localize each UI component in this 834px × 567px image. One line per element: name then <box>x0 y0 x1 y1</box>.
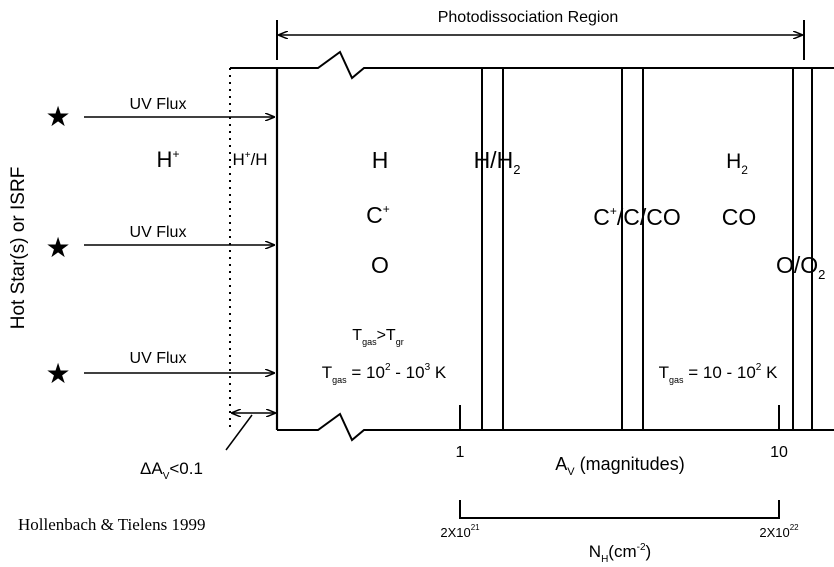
nh-tick-label: 2X1022 <box>759 523 799 540</box>
star-icon: ★ <box>45 101 70 132</box>
source-side-label: Hot Star(s) or ISRF <box>8 167 29 330</box>
citation: Hollenbach & Tielens 1999 <box>18 515 205 534</box>
star-icon: ★ <box>45 232 70 263</box>
uv-flux-label: UV Flux <box>130 350 187 367</box>
nh-tick-label: 2X1021 <box>440 523 480 540</box>
temp-range-left: Tgas = 102 - 103 K <box>322 362 447 385</box>
uv-flux-label: UV Flux <box>130 224 187 241</box>
av-axis-label: AV (magnitudes) <box>555 454 684 478</box>
region-label: Photodissociation Region <box>438 9 619 26</box>
temp-ratio-left: Tgas>Tgr <box>352 327 403 347</box>
delta-av-leader <box>225 414 253 451</box>
zone-oxygen: O/O2 <box>776 252 825 282</box>
star-icon: ★ <box>45 358 70 389</box>
zone-h-plus-h: H+/H <box>232 150 267 169</box>
av-tick-label: 10 <box>770 444 788 461</box>
nh-axis-label: NH(cm-2) <box>589 542 651 565</box>
zone-molecular-co: CO <box>722 204 757 230</box>
zone-atomic-o: O <box>371 252 389 278</box>
zone-molecular-h2: H2 <box>726 150 748 177</box>
nh-bracket <box>459 500 780 519</box>
zone-h-h2: H/H2 <box>474 147 521 177</box>
delta-av-label: ΔAV<0.1 <box>140 459 203 482</box>
av-tick-label: 1 <box>456 444 465 461</box>
cloud-bottom-edge <box>277 412 834 442</box>
cloud-top-edge <box>230 50 834 80</box>
zone-carbon: C+/C/CO <box>593 204 681 230</box>
zone-h-plus: H+ <box>157 147 180 172</box>
zone-atomic-c-plus: C+ <box>366 202 390 228</box>
temp-range-right: Tgas = 10 - 102 K <box>659 362 779 385</box>
uv-flux-label: UV Flux <box>130 96 187 113</box>
zone-atomic-h: H <box>372 147 389 173</box>
